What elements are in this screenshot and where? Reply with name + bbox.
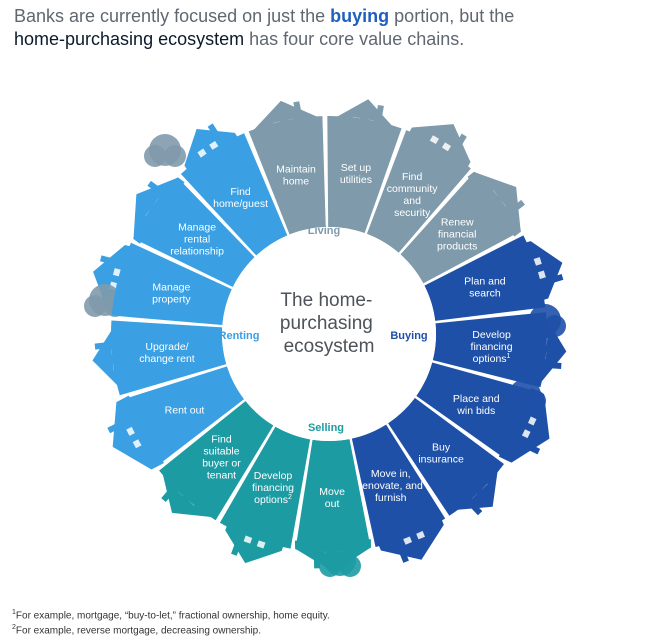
wheel-segment-living (366, 130, 471, 253)
wheel-segment-renting (133, 177, 255, 288)
headline-part-2: portion, but the (389, 6, 515, 26)
wheel-segment-buying (388, 397, 504, 516)
tree-icon (144, 134, 186, 167)
footnotes: 1For example, mortgage, “buy-to-let,” fr… (12, 607, 330, 638)
headline-buying: buying (330, 6, 390, 26)
wheel-segment-selling (159, 401, 274, 521)
segment-label: Rent out (165, 404, 205, 416)
wheel-segment-buying (432, 312, 548, 388)
wheel-segment-renting (121, 366, 245, 467)
wheel-segment-renting (111, 242, 232, 325)
footnote-2: 2For example, reverse mortgage, decreasi… (12, 624, 262, 637)
wheel-segment-living (400, 171, 522, 284)
wheel-segment-renting (180, 133, 288, 256)
headline: Banks are currently focused on just the … (14, 5, 634, 51)
group-label-renting: Renting (219, 330, 260, 342)
group-label-buying: Buying (390, 330, 427, 342)
wheel-segment-living (248, 116, 326, 235)
center-title: The home- purchasing ecosystem (280, 290, 378, 357)
wheel-segment-renting (111, 320, 227, 396)
wheel-segment-selling (295, 439, 371, 552)
tree-icon (319, 544, 361, 577)
wheel-segment-selling (219, 426, 311, 549)
group-label-selling: Selling (308, 422, 344, 434)
wheel-segment-buying (416, 362, 540, 461)
headline-ecosystem: home-purchasing ecosystem (14, 29, 245, 49)
wheel-segment-buying (424, 235, 546, 321)
headline-part-1: Banks are currently focused on just the (14, 6, 331, 26)
footnote-1: 1For example, mortgage, “buy-to-let,” fr… (12, 609, 330, 622)
wheel-segment-living (327, 116, 402, 234)
center-circle (222, 227, 436, 441)
group-label-living: Living (308, 225, 340, 237)
headline-part-3: has four core value chains. (244, 29, 465, 49)
segment-label: Upgrade/change rent (139, 341, 195, 365)
wheel-segment-buying (351, 424, 446, 547)
